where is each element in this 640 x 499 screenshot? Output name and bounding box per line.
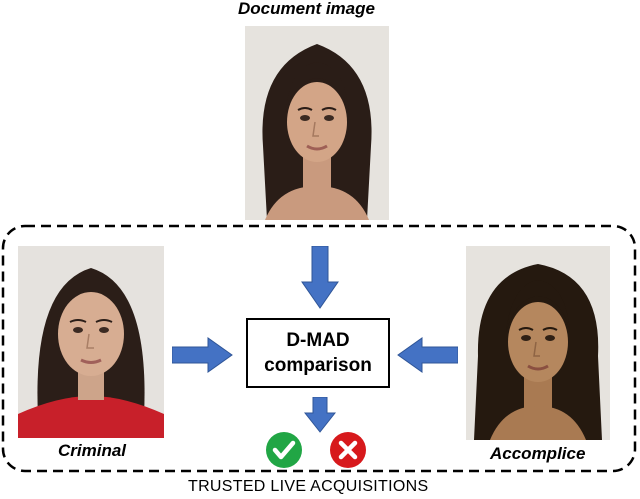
check-icon [266, 432, 302, 468]
arrow-down-top [301, 246, 339, 309]
criminal-caption: Criminal [56, 441, 129, 461]
arrow-down-bottom [304, 397, 336, 433]
trusted-live-acquisitions-label: TRUSTED LIVE ACQUISITIONS [184, 478, 433, 496]
accomplice-caption: Accomplice [488, 444, 588, 464]
accomplice-face-photo [466, 246, 610, 440]
dmad-label: D-MAD [286, 330, 350, 351]
cross-icon [330, 432, 366, 468]
arrow-left [397, 337, 458, 373]
criminal-face-photo [18, 246, 164, 438]
arrow-right [172, 337, 233, 373]
dmad-comparison-box: D-MAD comparison [246, 318, 390, 388]
document-face-photo [245, 26, 389, 220]
comparison-label: comparison [264, 355, 372, 376]
document-image-caption: Document image [238, 0, 375, 18]
